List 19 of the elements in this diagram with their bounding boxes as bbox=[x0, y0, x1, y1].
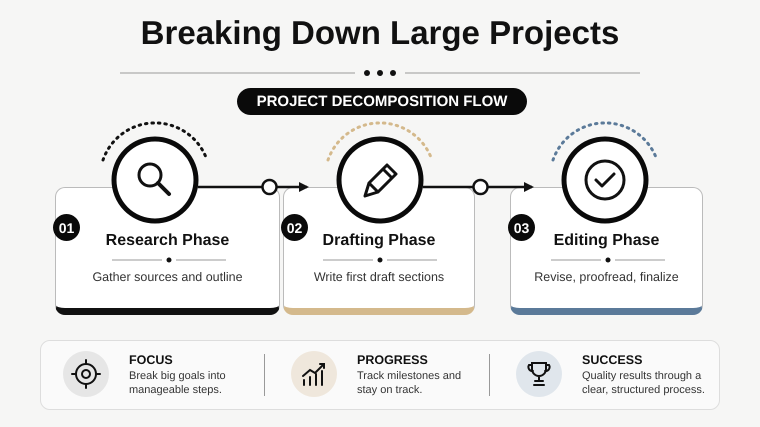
phase-title: Drafting Phase bbox=[322, 232, 436, 250]
phase-description: Write first draft sections bbox=[312, 270, 446, 284]
feature-description: Break big goals into manageable steps. bbox=[129, 369, 227, 397]
title: Breaking Down Large Projects bbox=[140, 14, 620, 52]
feature-heading: PROGRESS bbox=[357, 353, 428, 367]
title-pill: PROJECT DECOMPOSITION FLOW bbox=[237, 88, 527, 115]
feature-description: Track milestones and stay on track. bbox=[357, 369, 462, 397]
feature-heading: FOCUS bbox=[129, 353, 173, 367]
step-number: 02 bbox=[281, 214, 308, 241]
step-number: 03 bbox=[508, 214, 535, 241]
phase-description: Gather sources and outline bbox=[91, 270, 244, 284]
arrow bbox=[198, 178, 309, 196]
phase-title: Research Phase bbox=[104, 232, 230, 250]
phase-description: Revise, proofread, finalize bbox=[533, 270, 680, 284]
phase-title: Editing Phase bbox=[552, 232, 660, 250]
feature-heading: SUCCESS bbox=[582, 353, 642, 367]
arrow bbox=[423, 178, 534, 196]
step-number: 01 bbox=[53, 214, 80, 241]
feature-description: Quality results through a clear, structured process. bbox=[582, 369, 706, 397]
